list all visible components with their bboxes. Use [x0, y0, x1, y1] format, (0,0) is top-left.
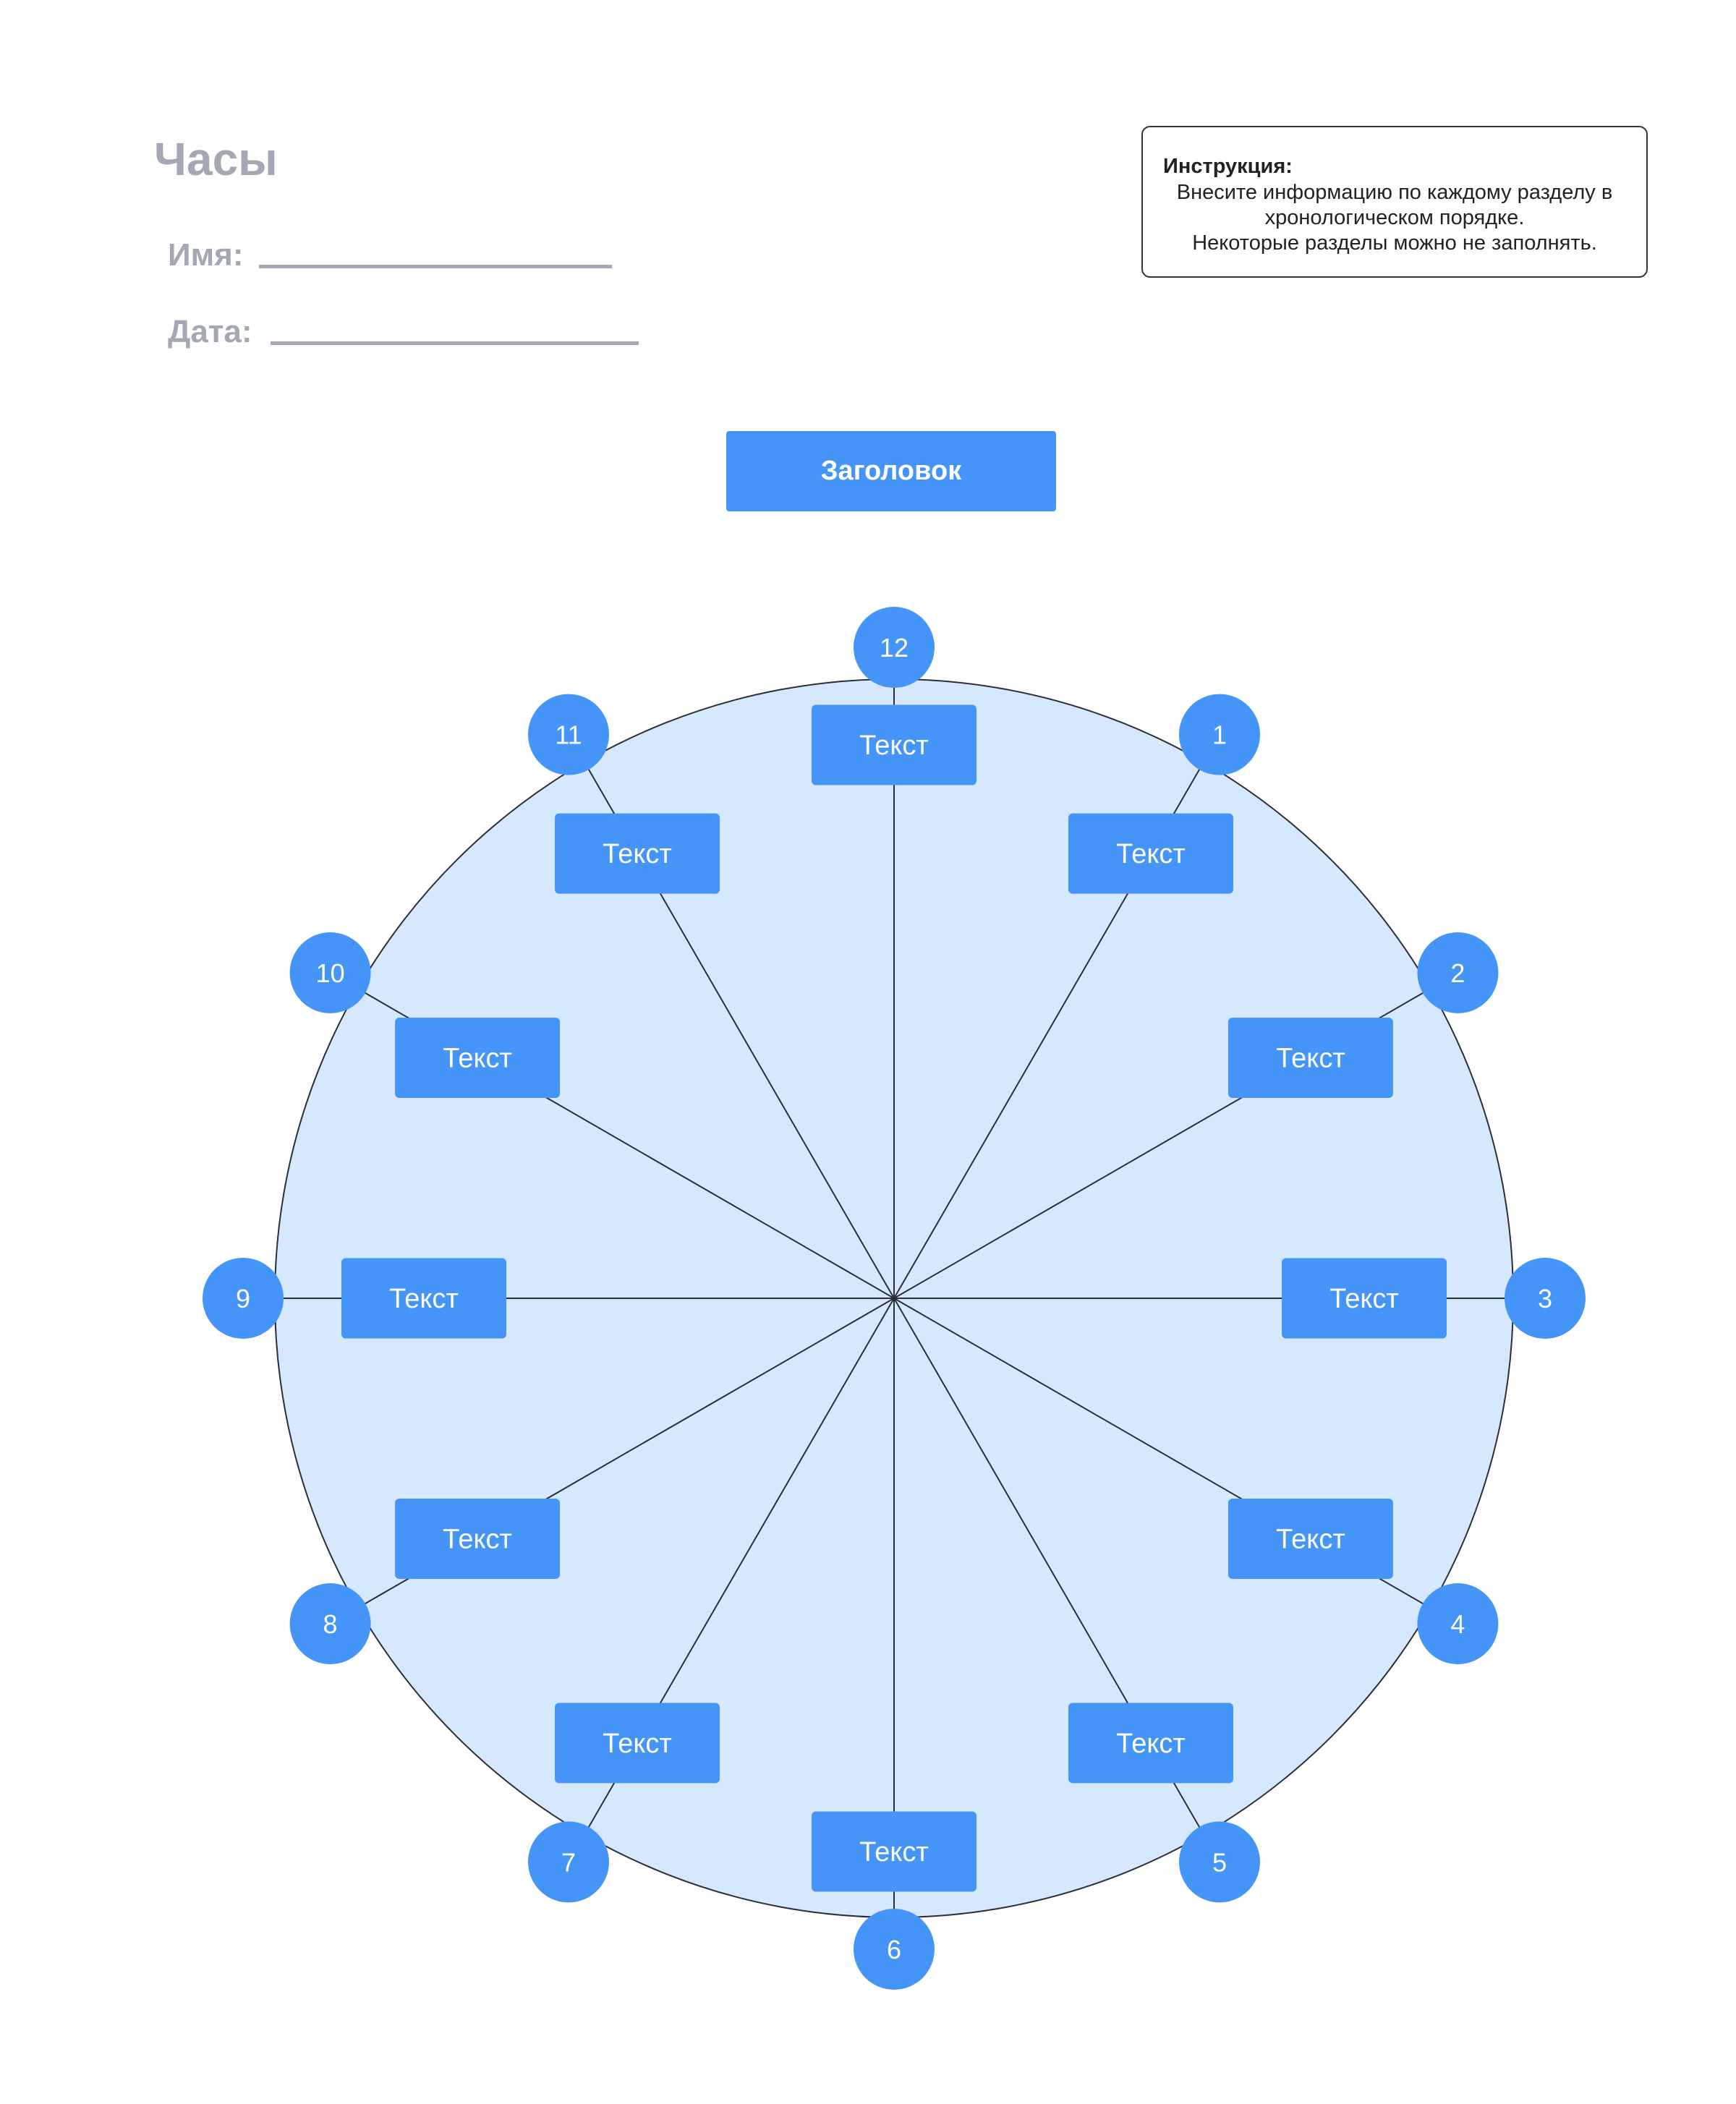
hour-number: 5 [1212, 1847, 1227, 1877]
section-label: Текст [603, 839, 672, 869]
section-box-1[interactable]: Текст [1068, 813, 1233, 894]
hour-number: 4 [1450, 1609, 1465, 1639]
section-label: Текст [603, 1729, 672, 1759]
hour-bubble [289, 932, 371, 1013]
section-box-bg [1227, 1018, 1393, 1098]
section-label: Текст [1329, 1284, 1399, 1314]
section-box-4[interactable]: Текст [1227, 1499, 1393, 1579]
hour-bubble [203, 1258, 284, 1339]
section-box-3[interactable]: Текст [1282, 1258, 1447, 1339]
hour-bubble [1505, 1258, 1586, 1339]
section-label: Текст [1276, 1044, 1345, 1074]
section-box-bg [555, 1703, 720, 1784]
date-label: Дата: [168, 314, 252, 349]
hour-number: 6 [887, 1935, 901, 1964]
section-box-bg [1068, 1703, 1233, 1784]
instruction-heading: Инструкция: [1163, 155, 1293, 178]
hour-bubble [854, 1909, 935, 1990]
hour-marker-7: 7 [528, 1821, 609, 1903]
hour-bubble [528, 694, 609, 775]
section-box-12[interactable]: Текст [812, 704, 977, 785]
section-box-10[interactable]: Текст [395, 1018, 561, 1098]
section-box-7[interactable]: Текст [555, 1703, 720, 1784]
section-box-bg [555, 813, 720, 894]
name-label: Имя: [168, 237, 244, 273]
section-label: Текст [1116, 839, 1186, 869]
hour-marker-1: 1 [1179, 694, 1260, 775]
page-title: Часы [154, 133, 278, 185]
hour-number: 10 [316, 958, 345, 988]
section-box-bg [812, 704, 977, 785]
hour-bubble [1179, 1821, 1260, 1903]
hour-number: 1 [1212, 720, 1227, 750]
hour-number: 9 [236, 1284, 250, 1313]
hour-bubble [1179, 694, 1260, 775]
hour-number: 7 [561, 1847, 576, 1877]
section-box-bg [1068, 813, 1233, 894]
hour-marker-10: 10 [289, 932, 371, 1013]
diagram-heading-label: Заголовок [820, 456, 962, 486]
hour-marker-5: 5 [1179, 1821, 1260, 1903]
hour-bubble [1417, 1583, 1499, 1664]
hour-marker-11: 11 [528, 694, 609, 775]
section-box-2[interactable]: Текст [1227, 1018, 1393, 1098]
hour-marker-6: 6 [854, 1909, 935, 1990]
section-label: Текст [389, 1284, 459, 1314]
hour-number: 3 [1538, 1284, 1552, 1313]
instruction-box: Инструкция: Внесите информацию по каждом… [1141, 126, 1648, 278]
section-label: Текст [443, 1525, 512, 1555]
section-box-bg [395, 1018, 561, 1098]
hour-number: 8 [323, 1609, 338, 1639]
hour-marker-4: 4 [1417, 1583, 1499, 1664]
section-box-bg [812, 1811, 977, 1892]
diagram-heading-box[interactable]: Заголовок [726, 431, 1056, 511]
hour-marker-8: 8 [289, 1583, 371, 1664]
section-box-6[interactable]: Текст [812, 1811, 977, 1892]
section-box-5[interactable]: Текст [1068, 1703, 1233, 1784]
hour-number: 11 [555, 720, 582, 750]
section-box-9[interactable]: Текст [341, 1258, 506, 1339]
instruction-line-2: хронологическом порядке. [1264, 206, 1525, 229]
hour-bubble [1417, 932, 1499, 1013]
section-box-11[interactable]: Текст [555, 813, 720, 894]
hour-marker-2: 2 [1417, 932, 1499, 1013]
hour-marker-12: 12 [854, 607, 935, 688]
instruction-text: Внесите информацию по каждому разделу в … [1143, 180, 1646, 256]
section-label: Текст [1116, 1729, 1186, 1759]
section-label: Текст [859, 1837, 929, 1867]
instruction-line-1: Внесите информацию по каждому разделу в [1176, 181, 1613, 204]
section-box-bg [1282, 1258, 1447, 1339]
instruction-line-3: Некоторые разделы можно не заполнять. [1192, 231, 1597, 255]
section-label: Текст [1276, 1525, 1345, 1555]
hour-bubble [289, 1583, 371, 1664]
section-box-bg [1227, 1499, 1393, 1579]
section-box-8[interactable]: Текст [395, 1499, 561, 1579]
hour-number: 12 [880, 633, 909, 663]
section-label: Текст [443, 1044, 512, 1074]
hour-number: 2 [1450, 958, 1465, 988]
hour-marker-3: 3 [1505, 1258, 1586, 1339]
date-field-line[interactable] [271, 341, 639, 345]
section-box-bg [395, 1499, 561, 1579]
hour-bubble [854, 607, 935, 688]
section-label: Текст [859, 731, 929, 761]
name-field-line[interactable] [259, 265, 612, 268]
hour-bubble [528, 1821, 609, 1903]
section-box-bg [341, 1258, 506, 1339]
hour-marker-9: 9 [203, 1258, 284, 1339]
